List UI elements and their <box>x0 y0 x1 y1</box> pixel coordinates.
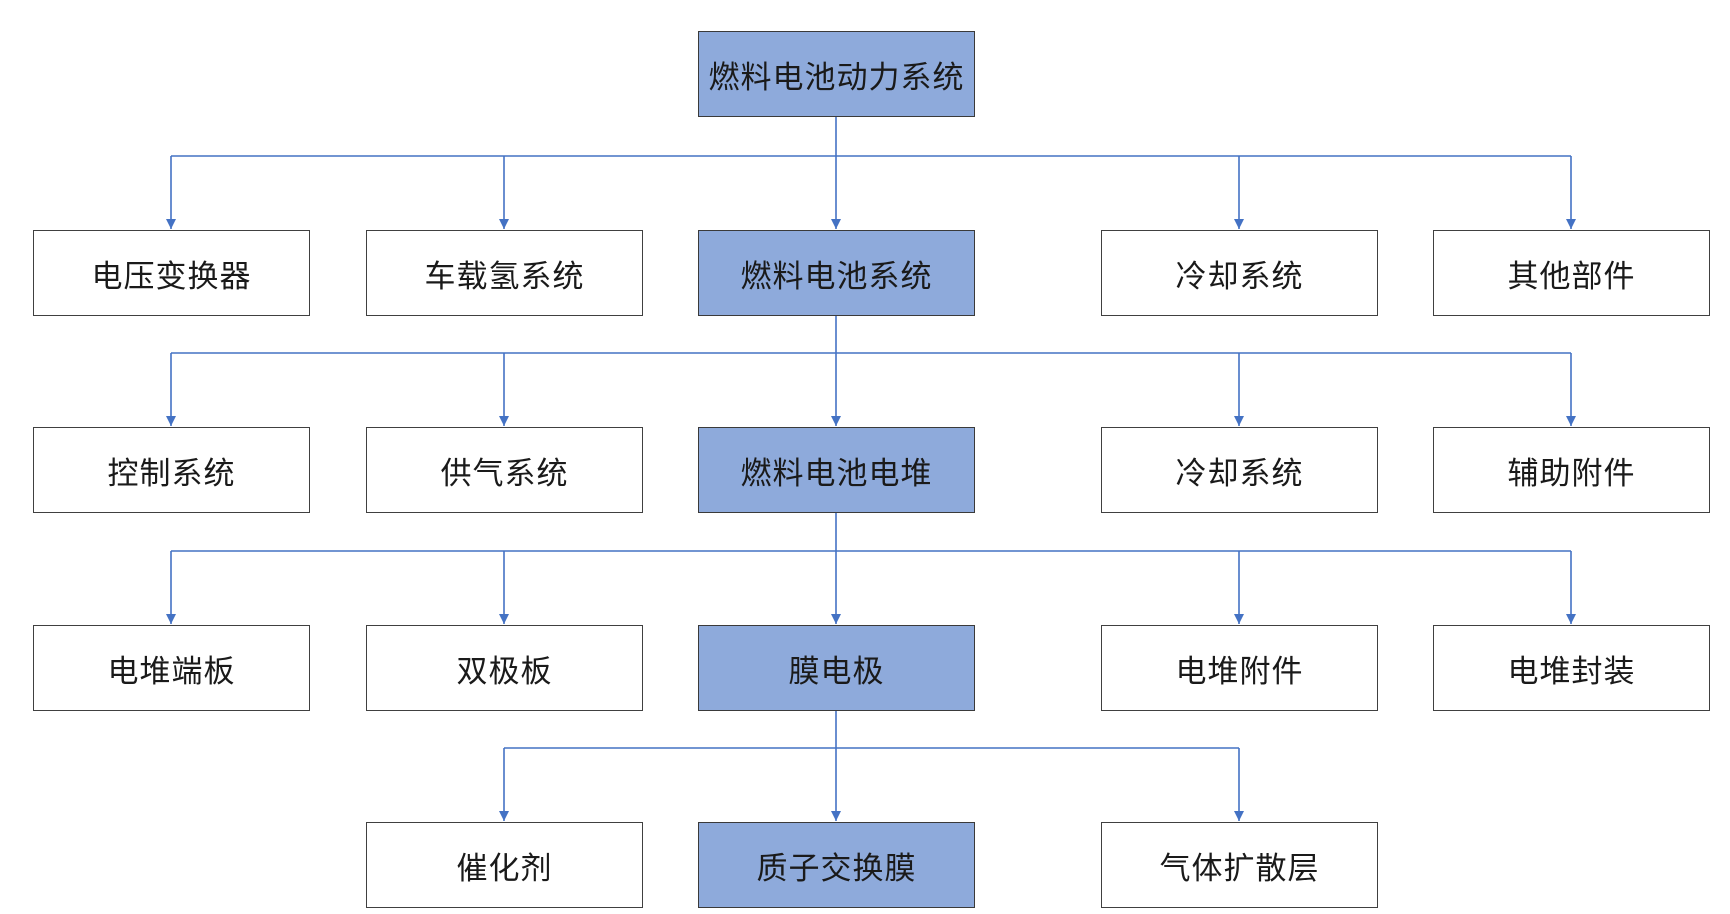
node-l3-stack-packaging: 电堆封装 <box>1433 625 1710 711</box>
node-l3-stack-end-plate: 电堆端板 <box>33 625 310 711</box>
node-l3-bipolar-plate: 双极板 <box>366 625 643 711</box>
arrowhead-l4-2 <box>1234 811 1244 821</box>
arrowhead-l3-1 <box>499 614 509 624</box>
node-l4-proton-exchange-membrane: 质子交换膜 <box>698 822 975 908</box>
arrowhead-l1-1 <box>499 219 509 229</box>
node-l3-membrane-electrode: 膜电极 <box>698 625 975 711</box>
node-l1-onboard-hydrogen: 车载氢系统 <box>366 230 643 316</box>
arrowhead-l3-4 <box>1566 614 1576 624</box>
arrowhead-l1-0 <box>166 219 176 229</box>
arrowhead-l2-3 <box>1234 416 1244 426</box>
node-l2-air-supply: 供气系统 <box>366 427 643 513</box>
node-l2-cooling-system: 冷却系统 <box>1101 427 1378 513</box>
node-l3-stack-accessories: 电堆附件 <box>1101 625 1378 711</box>
node-l2-auxiliary-parts: 辅助附件 <box>1433 427 1710 513</box>
arrowhead-l2-1 <box>499 416 509 426</box>
arrowhead-l4-1 <box>831 811 841 821</box>
node-l1-voltage-converter: 电压变换器 <box>33 230 310 316</box>
arrowhead-l1-2 <box>831 219 841 229</box>
node-l2-control-system: 控制系统 <box>33 427 310 513</box>
arrowhead-l3-2 <box>831 614 841 624</box>
node-l4-gas-diffusion-layer: 气体扩散层 <box>1101 822 1378 908</box>
arrowhead-l2-2 <box>831 416 841 426</box>
arrowhead-l1-3 <box>1234 219 1244 229</box>
arrowhead-l3-3 <box>1234 614 1244 624</box>
arrowhead-l2-0 <box>166 416 176 426</box>
arrowhead-l3-0 <box>166 614 176 624</box>
arrowhead-l4-0 <box>499 811 509 821</box>
arrowhead-l2-4 <box>1566 416 1576 426</box>
node-l1-fuel-cell-system: 燃料电池系统 <box>698 230 975 316</box>
node-l2-fuel-cell-stack: 燃料电池电堆 <box>698 427 975 513</box>
node-l1-other-parts: 其他部件 <box>1433 230 1710 316</box>
node-l1-cooling-system: 冷却系统 <box>1101 230 1378 316</box>
node-root: 燃料电池动力系统 <box>698 31 975 117</box>
node-l4-catalyst: 催化剂 <box>366 822 643 908</box>
arrowhead-l1-4 <box>1566 219 1576 229</box>
